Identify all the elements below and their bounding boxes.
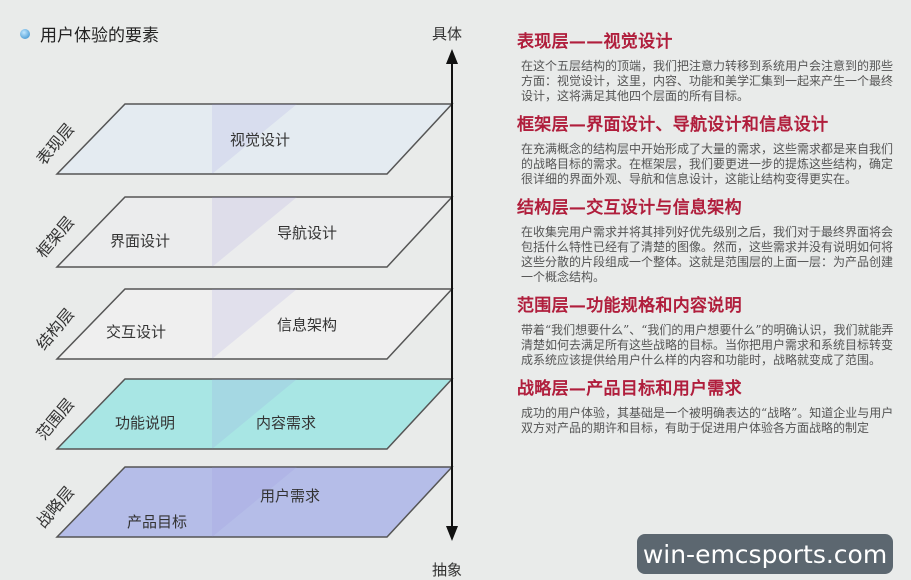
section-2: 框架层—界面设计、导航设计和信息设计在充满概念的结构层中开始形成了大量的需求，这… <box>517 114 901 187</box>
layer-2: 框架层界面设计导航设计 <box>33 196 454 268</box>
layer-plane <box>55 378 454 450</box>
page-title: 用户体验的要素 <box>20 21 159 46</box>
layer-item: 导航设计 <box>277 224 337 242</box>
layer-highlight <box>212 197 297 267</box>
section-body: 成功的用户体验，其基础是一个被明确表达的“战略”。知道企业与用户双方对产品的期许… <box>521 406 894 435</box>
layer-item: 界面设计 <box>110 232 170 250</box>
layer-1: 表现层视觉设计 <box>33 103 454 175</box>
title-text: 用户体验的要素 <box>40 26 159 46</box>
layer-plane <box>55 103 454 175</box>
section-body: 在充满概念的结构层中开始形成了大量的需求，这些需求都是来自我们的战略目标的需求。… <box>521 142 894 186</box>
sections-column: 表现层——视觉设计在这个五层结构的顶端，我们把注意力转移到系统用户会注意到的那些… <box>517 31 901 436</box>
section-3: 结构层—交互设计与信息架构在收集完用户需求并将其排列好优先级别之后，我们对于最终… <box>517 197 901 285</box>
layer-4: 范围层功能说明内容需求 <box>33 378 454 450</box>
layer-item: 信息架构 <box>277 316 337 334</box>
section-4: 范围层—功能规格和内容说明带着“我们想要什么”、“我们的用户想要什么”的明确认识… <box>517 295 901 368</box>
section-body: 在收集完用户需求并将其排列好优先级别之后，我们对于最终界面将会包括什么特性已经有… <box>521 225 894 284</box>
section-heading: 框架层—界面设计、导航设计和信息设计 <box>517 115 829 135</box>
layer-item: 产品目标 <box>127 513 187 531</box>
layer-5: 战略层产品目标用户需求 <box>33 466 454 538</box>
layer-item: 内容需求 <box>256 414 316 432</box>
layer-item: 用户需求 <box>260 487 320 505</box>
layer-item: 功能说明 <box>115 414 175 432</box>
section-5: 战略层—产品目标和用户需求成功的用户体验，其基础是一个被明确表达的“战略”。知道… <box>517 378 901 436</box>
layer-plane <box>55 196 454 268</box>
ux-elements-diagram: 表现层视觉设计框架层界面设计导航设计结构层交互设计信息架构范围层功能说明内容需求… <box>33 25 463 579</box>
watermark: win-emcsports.com <box>637 534 893 574</box>
layer-plane <box>55 466 454 538</box>
section-heading: 范围层—功能规格和内容说明 <box>517 296 742 316</box>
section-body: 带着“我们想要什么”、“我们的用户想要什么”的明确认识，我们就能弄清楚如何去满足… <box>521 323 894 367</box>
layer-item: 交互设计 <box>106 323 166 341</box>
section-heading: 结构层—交互设计与信息架构 <box>517 198 742 218</box>
axis-top-label: 具体 <box>432 25 462 43</box>
bullet-icon <box>20 28 30 39</box>
layer-highlight <box>212 289 297 359</box>
axis-bottom-label: 抽象 <box>432 561 462 579</box>
arrow-down-icon <box>446 526 458 541</box>
section-body: 在这个五层结构的顶端，我们把注意力转移到系统用户会注意到的那些方面：视觉设计，这… <box>521 59 894 103</box>
section-heading: 表现层——视觉设计 <box>517 32 673 52</box>
layer-item: 视觉设计 <box>230 131 290 149</box>
layer-highlight <box>212 104 297 174</box>
layer-highlight <box>212 379 297 449</box>
layer-plane <box>55 288 454 360</box>
layer-3: 结构层交互设计信息架构 <box>33 288 454 360</box>
arrow-up-icon <box>446 49 458 64</box>
section-1: 表现层——视觉设计在这个五层结构的顶端，我们把注意力转移到系统用户会注意到的那些… <box>517 31 901 104</box>
layer-highlight <box>212 467 297 537</box>
section-heading: 战略层—产品目标和用户需求 <box>517 379 742 399</box>
